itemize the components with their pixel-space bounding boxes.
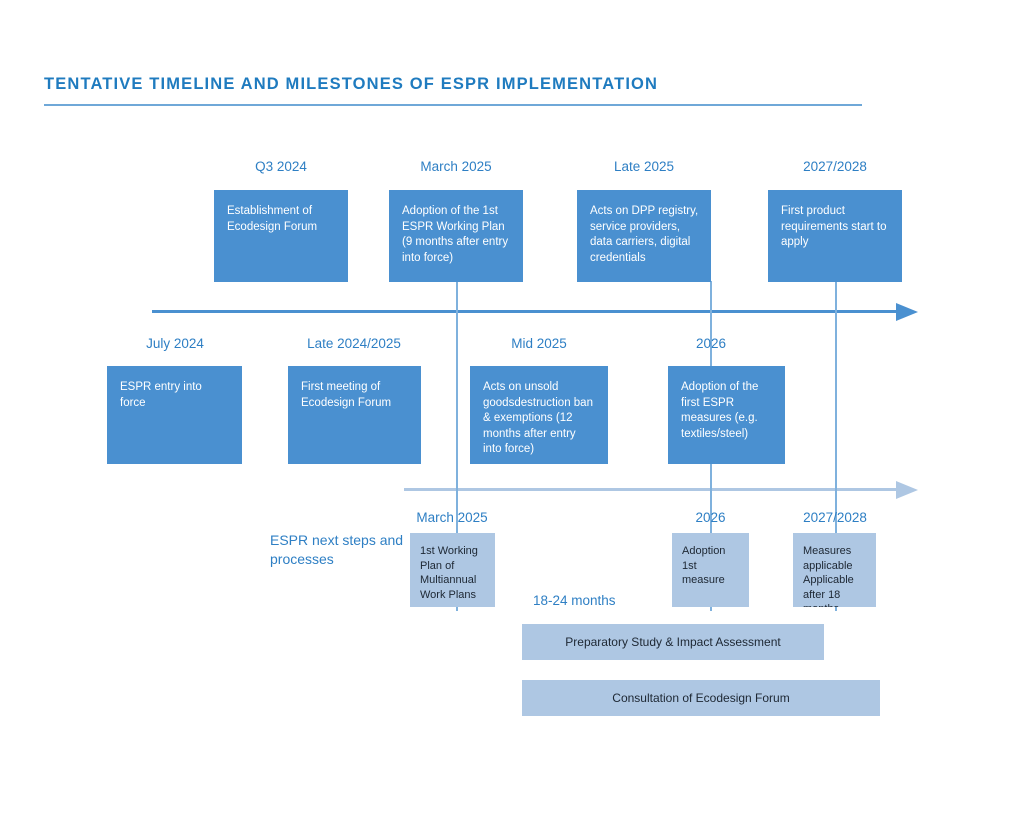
process-box-measures-applicable[interactable]: Measures applicable Applicable after 18 … [793,533,876,607]
date-label-july-2024: July 2024 [146,336,204,351]
date-label-2027-2028-lower: 2027/2028 [803,510,867,525]
process-box-adoption-1st-measure[interactable]: Adoption 1st measure [672,533,749,607]
date-label-march-2025-lower: March 2025 [416,510,488,525]
date-label-late-2024-2025: Late 2024/2025 [307,336,401,351]
date-label-march-2025-upper: March 2025 [420,159,492,174]
date-label-mid-2025: Mid 2025 [511,336,567,351]
process-bar-consultation-ecodesign-forum[interactable]: Consultation of Ecodesign Forum [522,680,880,716]
date-label-q3-2024: Q3 2024 [255,159,307,174]
duration-label-18-24-months: 18-24 months [533,593,616,608]
milestone-box-establishment-ecodesign-forum[interactable]: Establishment of Ecodesign Forum [214,190,348,282]
milestone-box-first-meeting-ecodesign-forum[interactable]: First meeting of Ecodesign Forum [288,366,421,464]
upper-timeline-axis [152,310,896,313]
process-bar-preparatory-study[interactable]: Preparatory Study & Impact Assessment [522,624,824,660]
milestone-box-first-product-requirements[interactable]: First product requirements start to appl… [768,190,902,282]
process-box-1st-working-plan[interactable]: 1st Working Plan of Multiannual Work Pla… [410,533,495,607]
page-title: TENTATIVE TIMELINE AND MILESTONES OF ESP… [44,75,659,93]
section-caption-espr-next-steps: ESPR next steps and processes [270,532,404,567]
milestone-box-acts-on-unsold-goods[interactable]: Acts on unsold goodsdestruction ban & ex… [470,366,608,464]
milestone-box-espr-entry-into-force[interactable]: ESPR entry into force [107,366,242,464]
connector-2027-2028 [835,281,837,611]
milestone-box-acts-on-dpp-registry[interactable]: Acts on DPP registry, service providers,… [577,190,711,282]
connector-march-2025 [456,281,458,611]
milestone-box-first-espr-working-plan[interactable]: Adoption of the 1st ESPR Working Plan (9… [389,190,523,282]
date-label-2027-2028-upper: 2027/2028 [803,159,867,174]
upper-timeline-arrowhead [896,303,918,321]
date-label-2026-upper: 2026 [695,336,727,351]
lower-timeline-arrowhead [896,481,918,499]
lower-timeline-axis [404,488,896,491]
title-divider [44,104,862,106]
date-label-late-2025: Late 2025 [613,159,675,174]
date-label-2026-lower: 2026 [695,510,726,525]
milestone-box-adoption-first-espr-measures[interactable]: Adoption of the first ESPR measures (e.g… [668,366,785,464]
